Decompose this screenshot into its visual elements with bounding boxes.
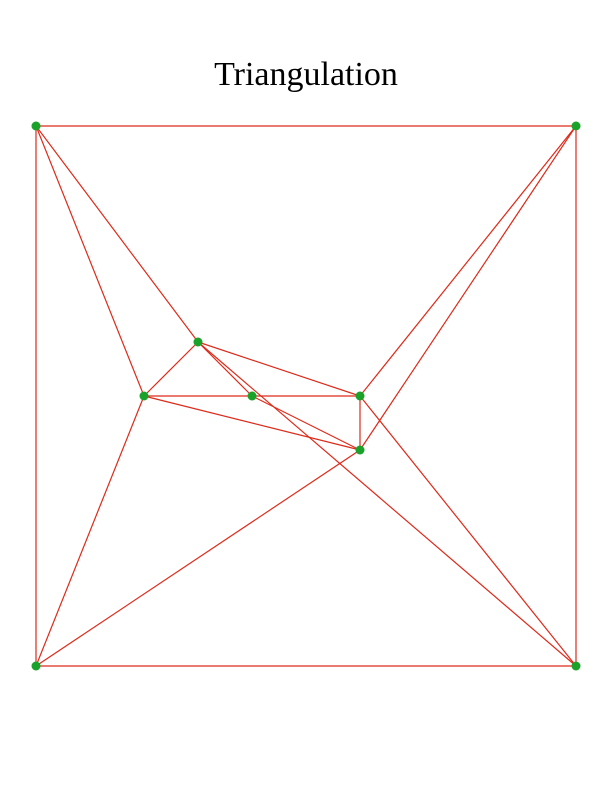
edge-v3-v7 <box>359 395 577 667</box>
edge-v0-v5 <box>35 125 145 397</box>
vertex-v7 <box>355 391 365 401</box>
vertex-v6 <box>247 391 257 401</box>
edge-v4-v6 <box>197 341 253 397</box>
edge-v1-v8 <box>359 125 577 451</box>
vertex-v5 <box>139 391 149 401</box>
vertex-v2 <box>31 661 41 671</box>
vertices-layer <box>31 121 581 671</box>
edge-v2-v5 <box>35 395 145 667</box>
vertex-v8 <box>355 445 365 455</box>
vertex-v3 <box>571 661 581 671</box>
vertex-v4 <box>193 337 203 347</box>
edge-v5-v8 <box>143 395 361 451</box>
edge-v2-v8 <box>35 449 361 667</box>
vertex-v1 <box>571 121 581 131</box>
edge-v4-v5 <box>143 341 199 397</box>
edges-layer <box>35 125 577 667</box>
edge-v0-v4 <box>35 125 199 343</box>
edge-v4-v7 <box>197 341 361 397</box>
edge-v6-v8 <box>251 395 361 451</box>
edge-v1-v7 <box>359 125 577 397</box>
edge-v3-v4 <box>197 341 577 667</box>
page-title: Triangulation <box>214 56 398 93</box>
vertex-v0 <box>31 121 41 131</box>
